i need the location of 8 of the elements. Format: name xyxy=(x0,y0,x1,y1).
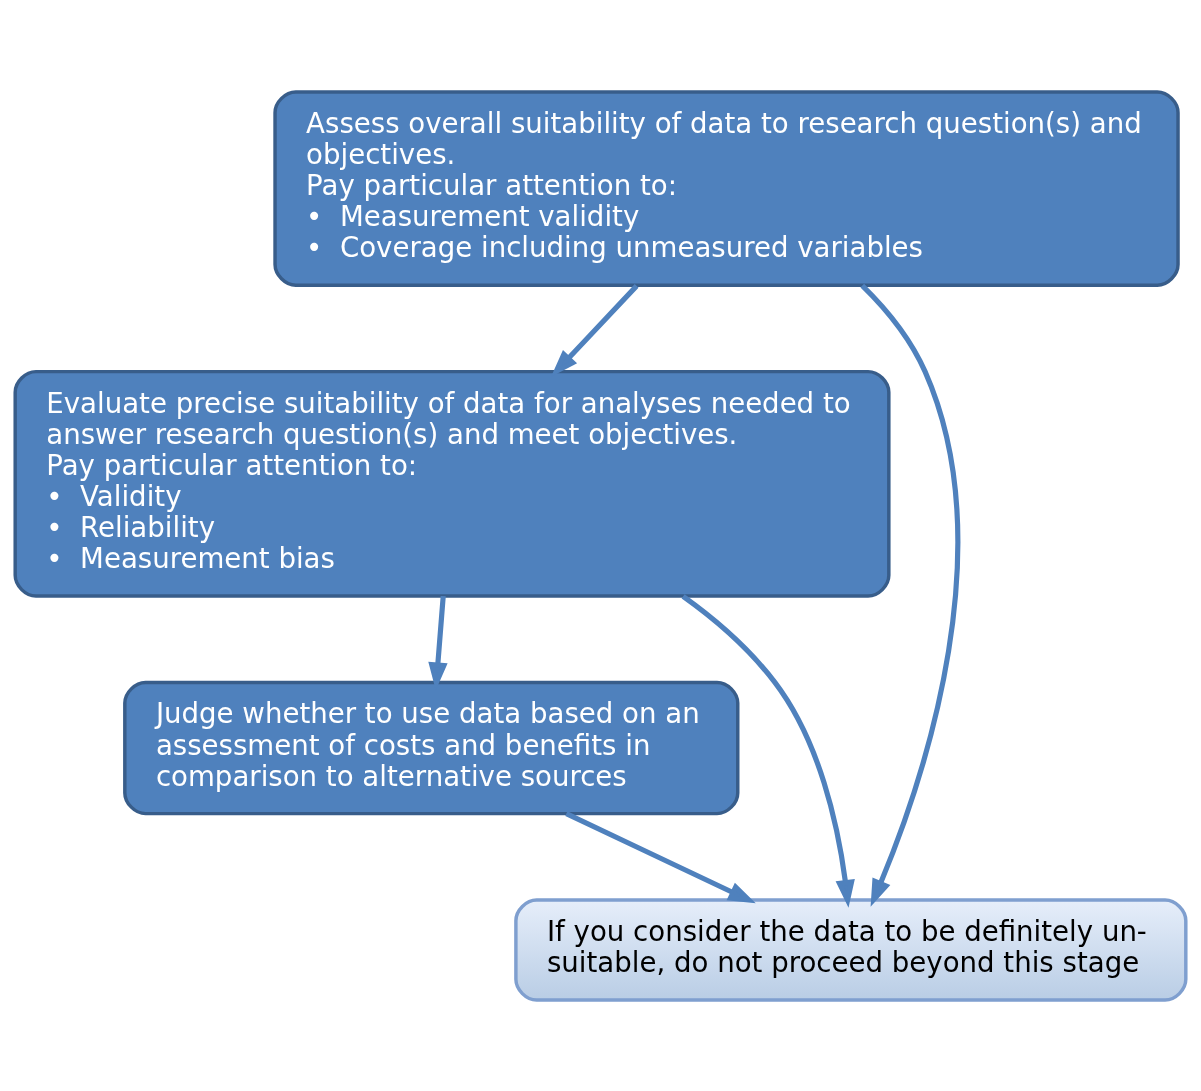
arrow xyxy=(565,810,756,903)
node-box: If you consider the data to be definitely un- suitable, do not proceed beyond this stage xyxy=(514,897,1188,1002)
node-box: Evaluate precise suitability of data for analyses needed to answer research question(s) and meet objectives. Pay particular attention to: • Validity • Reliability • Measurement bias xyxy=(13,369,891,598)
node-box: Judge whether to use data based on an assessment of costs and benefits in comparison to alternative sources xyxy=(123,680,740,815)
arrow xyxy=(860,283,961,907)
node-box: Assess overall suitability of data to research question(s) and objectives. Pay particular attention to: • Measurement validity • Coverage including unmeasured variables xyxy=(273,89,1180,287)
arrow xyxy=(551,283,639,377)
arrow xyxy=(681,593,855,908)
